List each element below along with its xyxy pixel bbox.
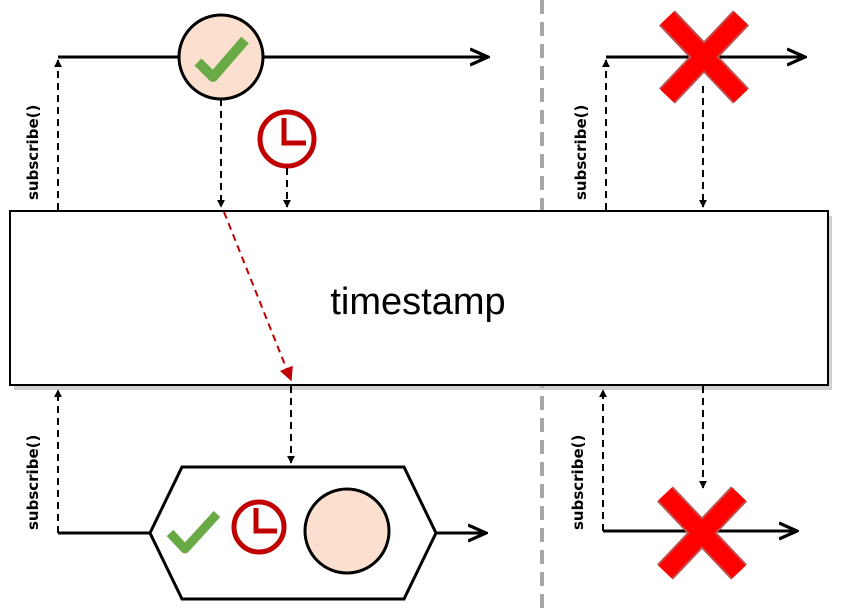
scheduler-clock-icon <box>257 109 317 169</box>
subscribe-label-top-right: subscribe() <box>572 105 590 200</box>
subscribe-label-top-left: subscribe() <box>24 105 42 200</box>
operator-label: timestamp <box>330 281 505 323</box>
check-icon <box>166 510 221 554</box>
source-item-check <box>177 13 265 101</box>
timestamp-clock-icon <box>231 499 287 555</box>
check-icon <box>194 36 249 82</box>
timestamped-item <box>148 465 438 601</box>
error-x-icon <box>659 10 749 104</box>
error-x-icon <box>657 486 747 580</box>
subscribe-label-bottom-left: subscribe() <box>24 435 42 530</box>
operator-box <box>9 210 829 386</box>
subscribe-label-bottom-right: subscribe() <box>569 435 587 530</box>
value-circle <box>303 487 391 575</box>
emission-arrow <box>223 211 293 382</box>
